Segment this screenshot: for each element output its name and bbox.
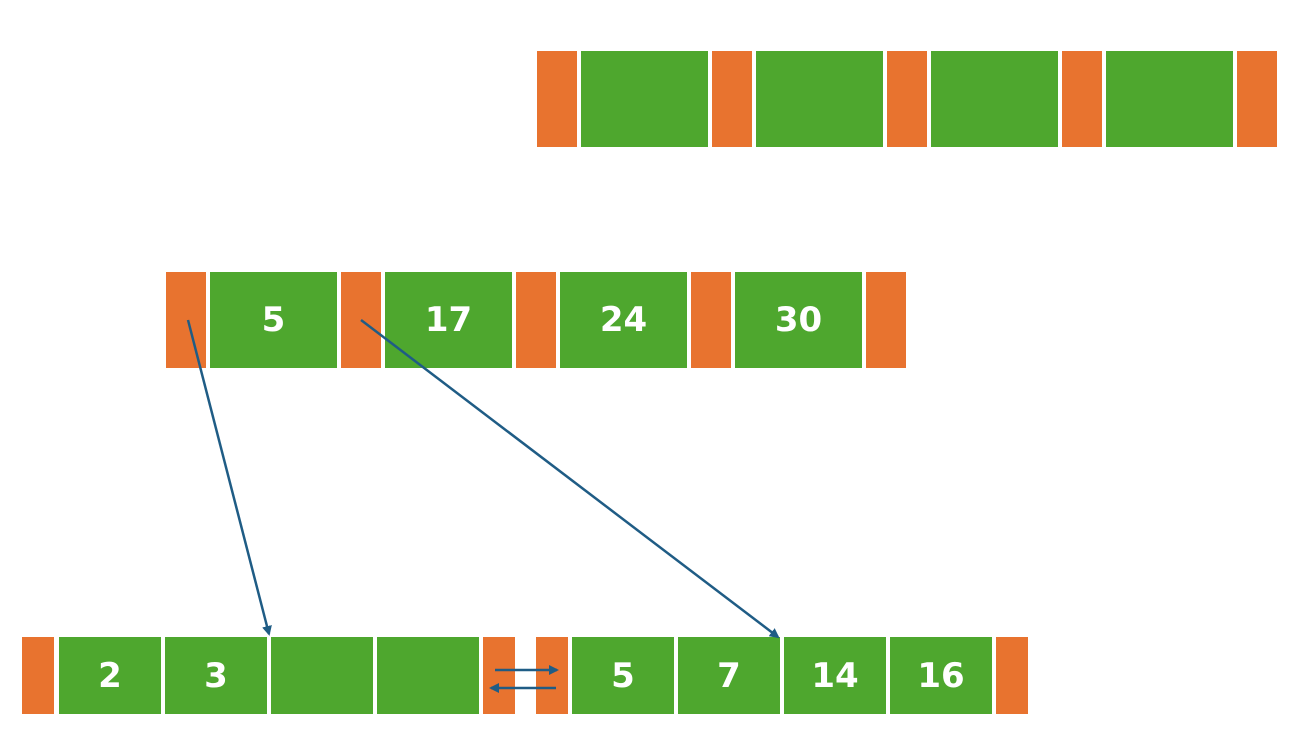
internal-key-1: 17 [385,272,512,368]
root-pointer-3 [1062,51,1102,147]
leaf-left-next-pointer [483,637,515,714]
leaf-right-key-3: 16 [890,637,992,714]
internal-key-2: 24 [560,272,687,368]
leaf-left-key-3 [377,637,479,714]
leaf-left-key-1: 3 [165,637,267,714]
leaf-left-key-0: 2 [59,637,161,714]
leaf-right-key-0: 5 [572,637,674,714]
root-pointer-1 [712,51,752,147]
internal-pointer-1 [341,272,381,368]
leaf-right-key-1: 7 [678,637,780,714]
leaf-right-prev-pointer [536,637,568,714]
root-key-3 [1106,51,1233,147]
root-pointer-2 [887,51,927,147]
root-key-0 [581,51,708,147]
internal-pointer-3 [691,272,731,368]
internal-key-0: 5 [210,272,337,368]
root-key-1 [756,51,883,147]
internal-pointer-0 [166,272,206,368]
leaf-right-key-2: 14 [784,637,886,714]
root-key-2 [931,51,1058,147]
internal-pointer-4 [866,272,906,368]
internal-pointer-2 [516,272,556,368]
root-pointer-0 [537,51,577,147]
leaf-left-key-2 [271,637,373,714]
root-pointer-4 [1237,51,1277,147]
leaf-left-prev-pointer [22,637,54,714]
leaf-right-next-pointer [996,637,1028,714]
internal-key-3: 30 [735,272,862,368]
